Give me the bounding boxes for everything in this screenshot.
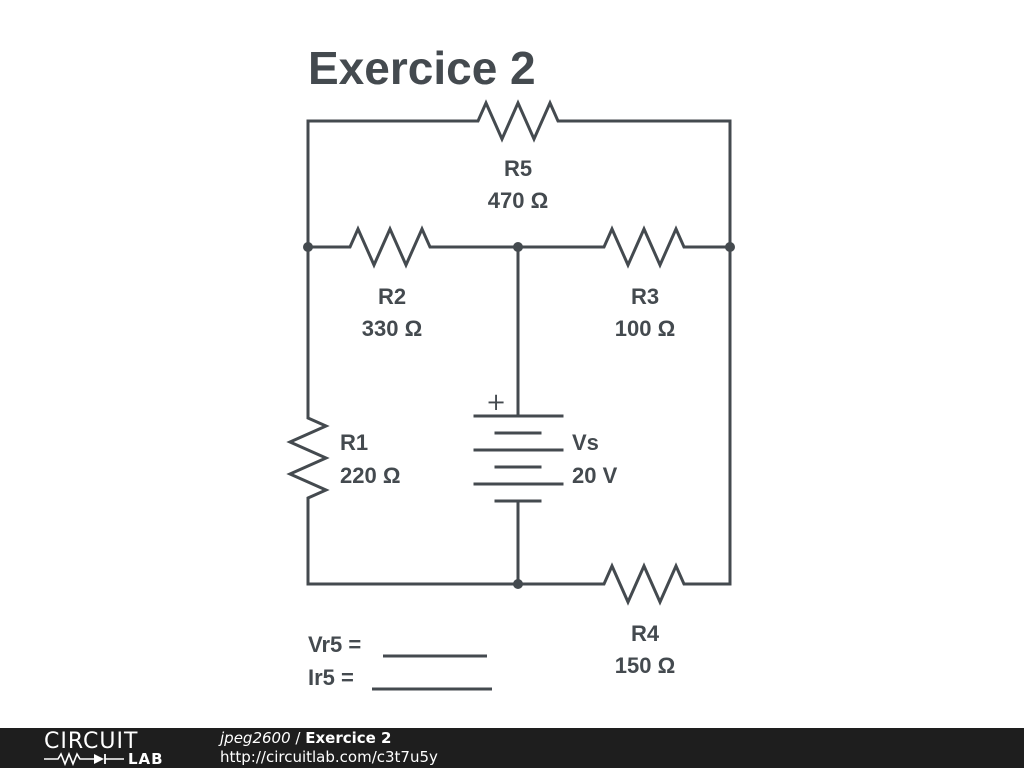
resistor-r3-symbol [596,225,692,269]
resistor-r2[interactable] [342,225,438,269]
resistor-r5[interactable] [470,99,566,143]
r1-value-label: 220 Ω [340,463,400,488]
ir5-question-label: Ir5 = [308,665,354,690]
resistor-r1-symbol [286,410,330,506]
junction-node [303,242,313,252]
vr5-question-label: Vr5 = [308,632,361,657]
breadcrumb-separator: / [290,729,306,747]
r4-value-label: 150 Ω [615,653,675,678]
resistor-r5-symbol [470,99,566,143]
project-info: jpeg2600 / Exercice 2 http://circuitlab.… [220,729,438,767]
junction-node [513,579,523,589]
junction-node [513,242,523,252]
r5-name-label: R5 [504,156,532,181]
wires [306,119,732,586]
r2-name-label: R2 [378,284,406,309]
project-name: Exercice 2 [305,729,392,747]
footer-bar: CIRCUIT LAB jpeg2600 / Exercice 2 http:/… [0,728,1024,768]
r1-name-label: R1 [340,430,368,455]
vs-name-label: Vs [572,430,599,455]
voltage-source-vs[interactable] [473,414,564,503]
polarity-plus-label: + [486,388,506,416]
resistor-r4-symbol [596,562,692,606]
junction-node [725,242,735,252]
resistor-diode-icon [44,752,124,766]
schematic-title: Exercice 2 [308,42,536,94]
circuitlab-logo[interactable]: CIRCUIT LAB [40,729,180,768]
r3-name-label: R3 [631,284,659,309]
resistor-r4[interactable] [596,562,692,606]
r4-name-label: R4 [631,621,660,646]
r3-value-label: 100 Ω [615,316,675,341]
r2-value-label: 330 Ω [362,316,422,341]
resistor-r2-symbol [342,225,438,269]
resistor-r3[interactable] [596,225,692,269]
resistor-r1[interactable] [286,410,330,506]
vs-value-label: 20 V [572,463,618,488]
logo-wordmark-bottom: LAB [128,750,164,768]
project-url-link[interactable]: http://circuitlab.com/c3t7u5y [220,748,438,766]
author-link[interactable]: jpeg2600 [220,729,291,747]
r5-value-label: 470 Ω [488,188,548,213]
logo-wordmark-top: CIRCUIT [44,729,139,754]
